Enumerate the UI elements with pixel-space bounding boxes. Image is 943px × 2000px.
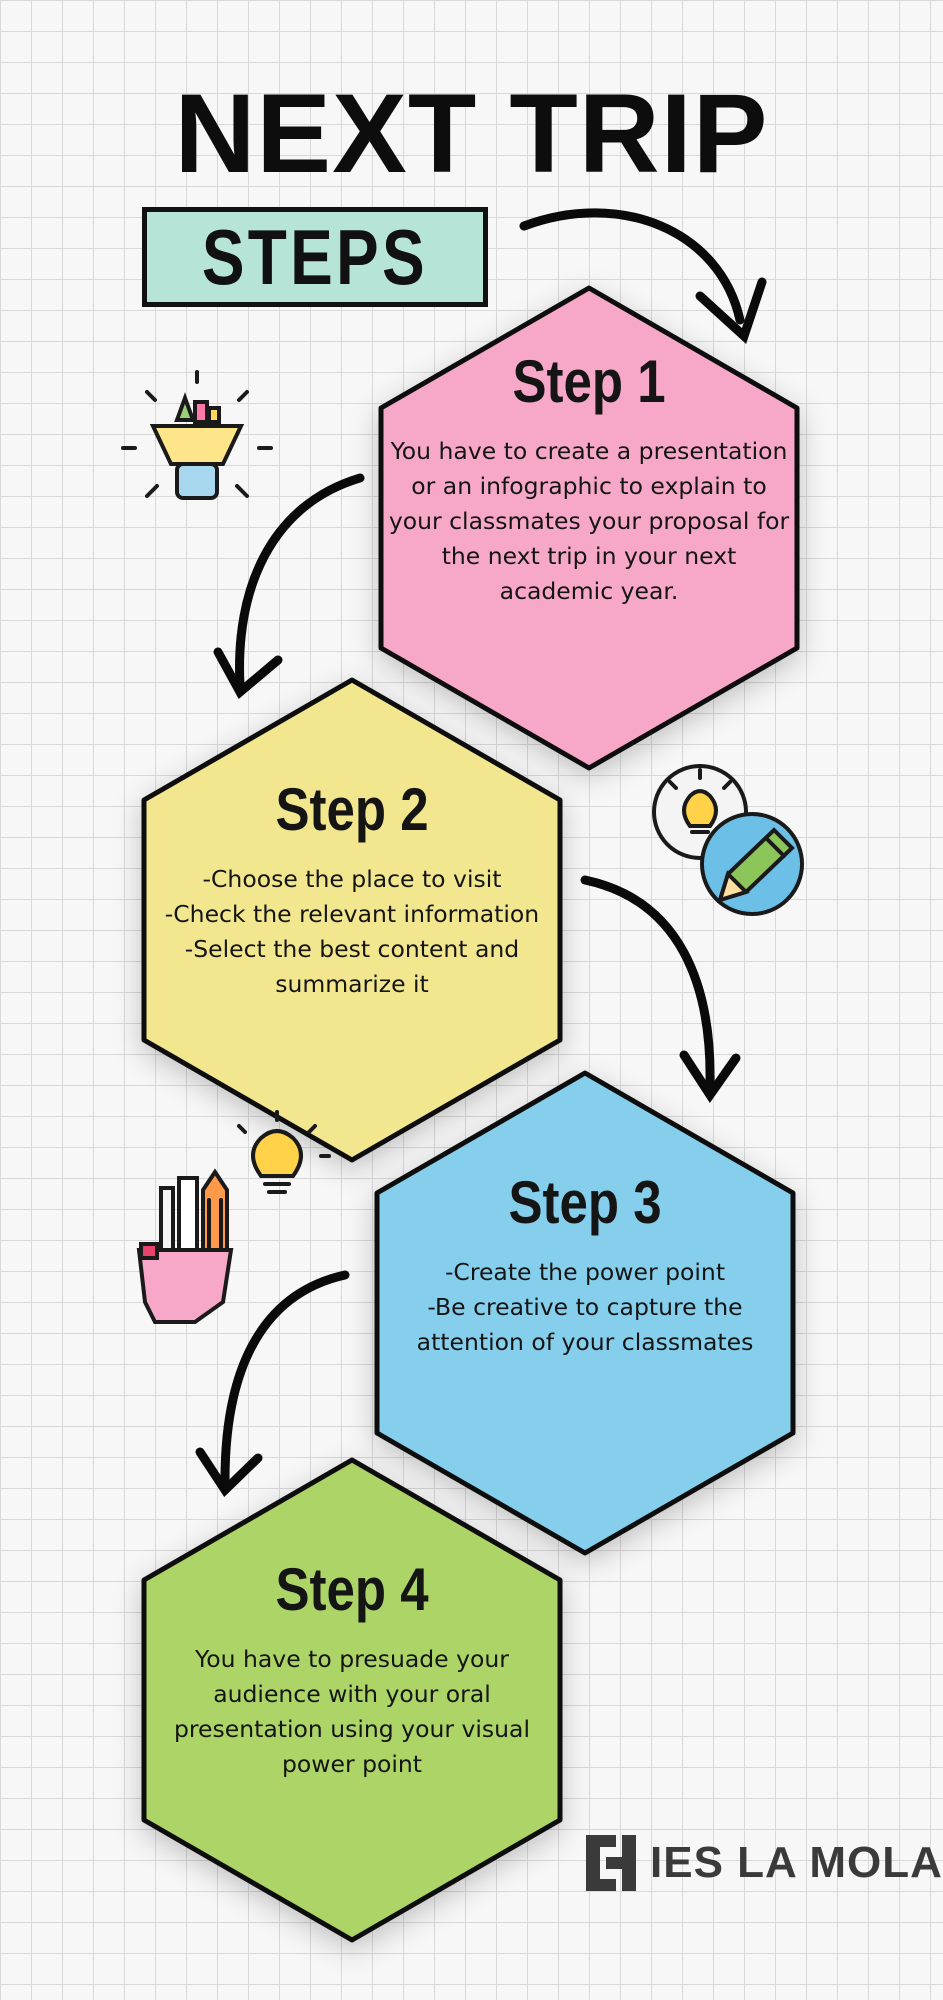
step-1-line: the next trip in your next: [441, 542, 737, 570]
step-3-content: Step 3 -Create the power point -Be creat…: [375, 1173, 795, 1360]
logo-text: IES LA MOLA: [650, 1838, 943, 1887]
step-4-title: Step 4: [275, 1556, 429, 1623]
step-4-hexagon: [141, 1457, 563, 1943]
step-2-text: -Choose the place to visit -Check the re…: [142, 862, 562, 1002]
step-4-line: power point: [281, 1750, 423, 1778]
step-2-line: summarize it: [275, 970, 429, 998]
step-1-line: academic year.: [499, 577, 679, 605]
ies-la-mola-logo: IES LA MOLA: [586, 1835, 943, 1891]
step-3-line: attention of your classmates: [416, 1328, 754, 1356]
step-1-text: You have to create a presentation or an …: [379, 434, 799, 609]
step-3-line: -Create the power point: [444, 1258, 726, 1286]
step-1-title: Step 1: [512, 348, 666, 415]
step-1-hexagon: [378, 285, 800, 771]
arrow-to-step-1: [519, 208, 767, 344]
step-1-content: Step 1 You have to create a presentation…: [379, 352, 799, 609]
arrow-to-step-2: [213, 473, 365, 699]
lightbulb-pencil-icon: [652, 764, 804, 916]
step-2-content: Step 2 -Choose the place to visit -Check…: [142, 780, 562, 1002]
step-1-line: your classmates your proposal for: [388, 507, 790, 535]
step-3-hexagon: [374, 1070, 796, 1556]
step-4-text: You have to presuade your audience with …: [142, 1642, 562, 1782]
step-1-line: or an infographic to explain to: [411, 472, 767, 500]
step-3-line: -Be creative to capture the: [427, 1293, 743, 1321]
step-4-content: Step 4 You have to presuade your audienc…: [142, 1560, 562, 1782]
page-title: NEXT TRIP: [174, 71, 769, 196]
step-3-text: -Create the power point -Be creative to …: [375, 1255, 795, 1360]
step-2-line: -Select the best content and: [184, 935, 520, 963]
pencils-lightbulb-icon: [136, 1110, 331, 1324]
step-3-title: Step 3: [508, 1169, 662, 1236]
steps-badge-label: STEPS: [201, 212, 429, 301]
arrow-to-step-3: [580, 875, 741, 1104]
arrow-to-step-4: [195, 1270, 350, 1498]
step-2-line: -Check the relevant information: [164, 900, 540, 928]
steps-badge: STEPS: [142, 207, 488, 307]
step-4-line: audience with your oral: [213, 1680, 491, 1708]
step-4-line: presentation using your visual: [174, 1715, 530, 1743]
lamp-creativity-icon: [121, 370, 273, 500]
step-2-hexagon: [141, 677, 563, 1163]
ies-logo-icon: [586, 1835, 636, 1891]
step-4-line: You have to presuade your: [195, 1645, 509, 1673]
step-1-line: You have to create a presentation: [390, 437, 788, 465]
step-2-title: Step 2: [275, 776, 429, 843]
step-2-line: -Choose the place to visit: [202, 865, 502, 893]
